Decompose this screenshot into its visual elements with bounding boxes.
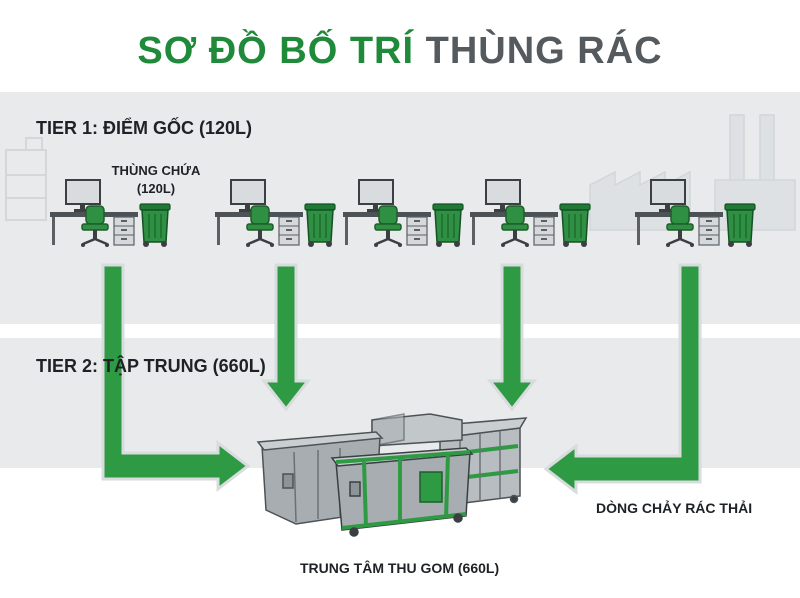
- collection-center-label: TRUNG TÂM THU GOM (660L): [300, 560, 500, 576]
- arrow-1: [101, 263, 251, 493]
- tier1-label: TIER 1: ĐIỂM GỐC (120L): [36, 118, 253, 138]
- flow-label: DÒNG CHẢY RÁC THẢI: [596, 500, 753, 516]
- title-part-gray: THÙNG RÁC: [425, 30, 663, 72]
- arrow-4: [543, 263, 702, 496]
- bin-caption-line1: THÙNG CHỨA: [111, 163, 201, 178]
- bin-caption: THÙNG CHỨA (120L): [108, 162, 204, 198]
- bin-caption-line2: (120L): [136, 181, 176, 196]
- building-left-silhouette: [5, 137, 47, 221]
- arrow-3: [486, 263, 538, 412]
- arrow-2: [260, 263, 312, 412]
- collection-center-containers: [256, 413, 528, 537]
- container-front: [330, 447, 474, 537]
- flow-arrows: [101, 263, 702, 496]
- tier2-label: TIER 2: TẬP TRUNG (660L): [36, 356, 266, 376]
- title-part-green: SƠ ĐỒ BỐ TRÍ: [137, 30, 415, 72]
- tier2-band: [0, 338, 800, 468]
- container-middle: [371, 413, 463, 447]
- page-title: SƠ ĐỒ BỐ TRÍ THÙNG RÁC: [0, 30, 800, 73]
